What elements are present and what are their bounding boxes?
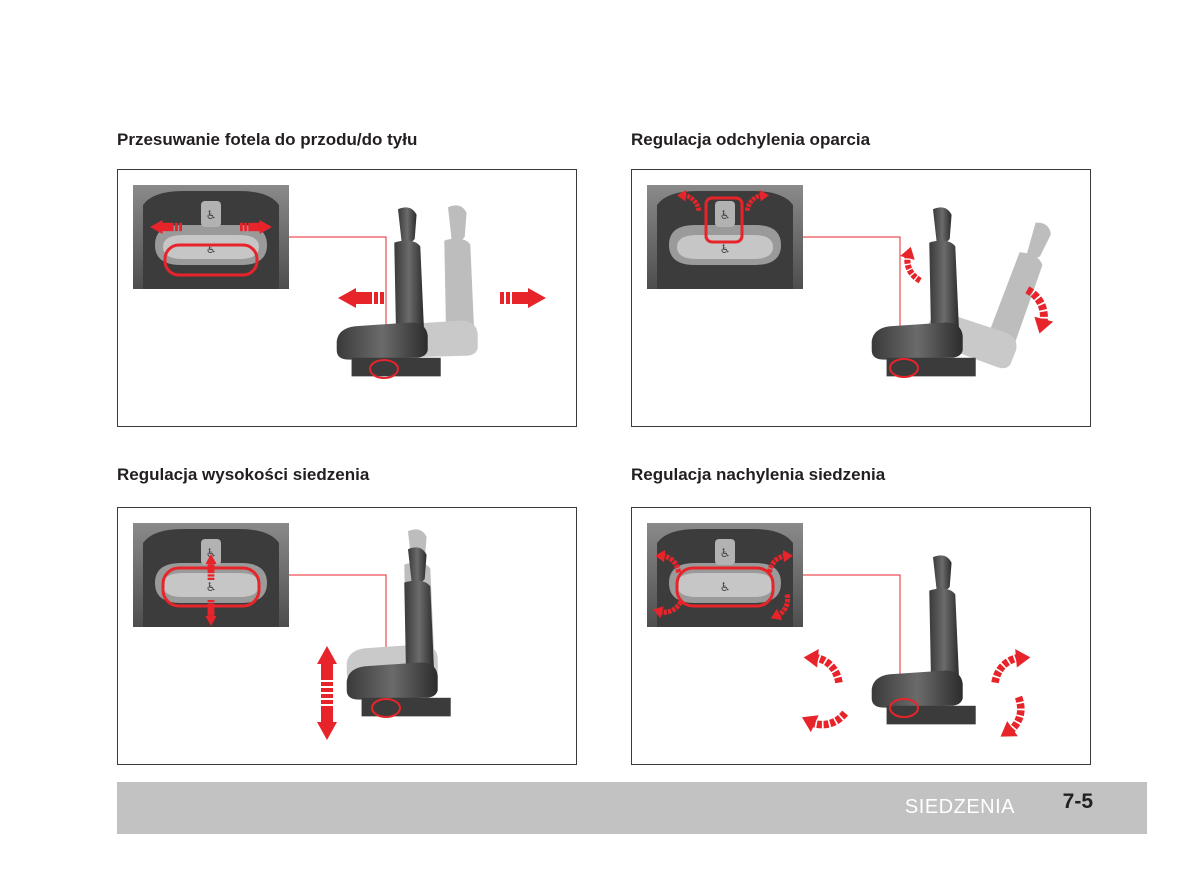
seat-image — [346, 547, 451, 717]
tilt-rear-down-arrow-icon — [988, 697, 1035, 744]
seat-tilt-figure — [631, 507, 1091, 765]
tilt-rear-up-arrow-icon — [995, 649, 1030, 683]
section-title-height: Regulacja wysokości siedzenia — [117, 465, 370, 484]
arrow-backward-icon — [338, 288, 384, 308]
arrow-down-icon — [317, 694, 337, 740]
seat-slide-forward-backward-figure — [117, 169, 577, 427]
seat-switch-highlight — [163, 243, 259, 277]
page-number: 7-5 — [1062, 790, 1093, 813]
section-label: SIEDZENIA — [904, 796, 1015, 818]
arrow-forward-icon — [500, 288, 546, 308]
seat-height-figure — [117, 507, 577, 765]
callout-line — [289, 236, 387, 360]
seat-control-panel-image — [647, 185, 803, 289]
seatback-recline-figure — [631, 169, 1091, 427]
seat-switch-highlight — [675, 566, 775, 608]
section-title-slide: Przesuwanie fotela do przodu/do tyłu — [117, 130, 418, 149]
seat-switch-highlight — [704, 196, 744, 244]
arrow-up-icon — [317, 646, 337, 692]
section-title-recline: Regulacja odchylenia oparcia — [631, 130, 871, 149]
tilt-front-down-arrow-icon — [798, 695, 845, 742]
section-title-tilt: Regulacja nachylenia siedzenia — [631, 465, 886, 484]
seat-image — [871, 555, 976, 725]
page-footer: SIEDZENIA 7-5 — [117, 782, 1147, 834]
seat-control-panel-image — [133, 185, 289, 289]
seat-image — [871, 207, 976, 377]
callout-line — [803, 574, 901, 698]
callout-line — [803, 236, 901, 360]
tilt-front-up-arrow-icon — [804, 649, 839, 683]
